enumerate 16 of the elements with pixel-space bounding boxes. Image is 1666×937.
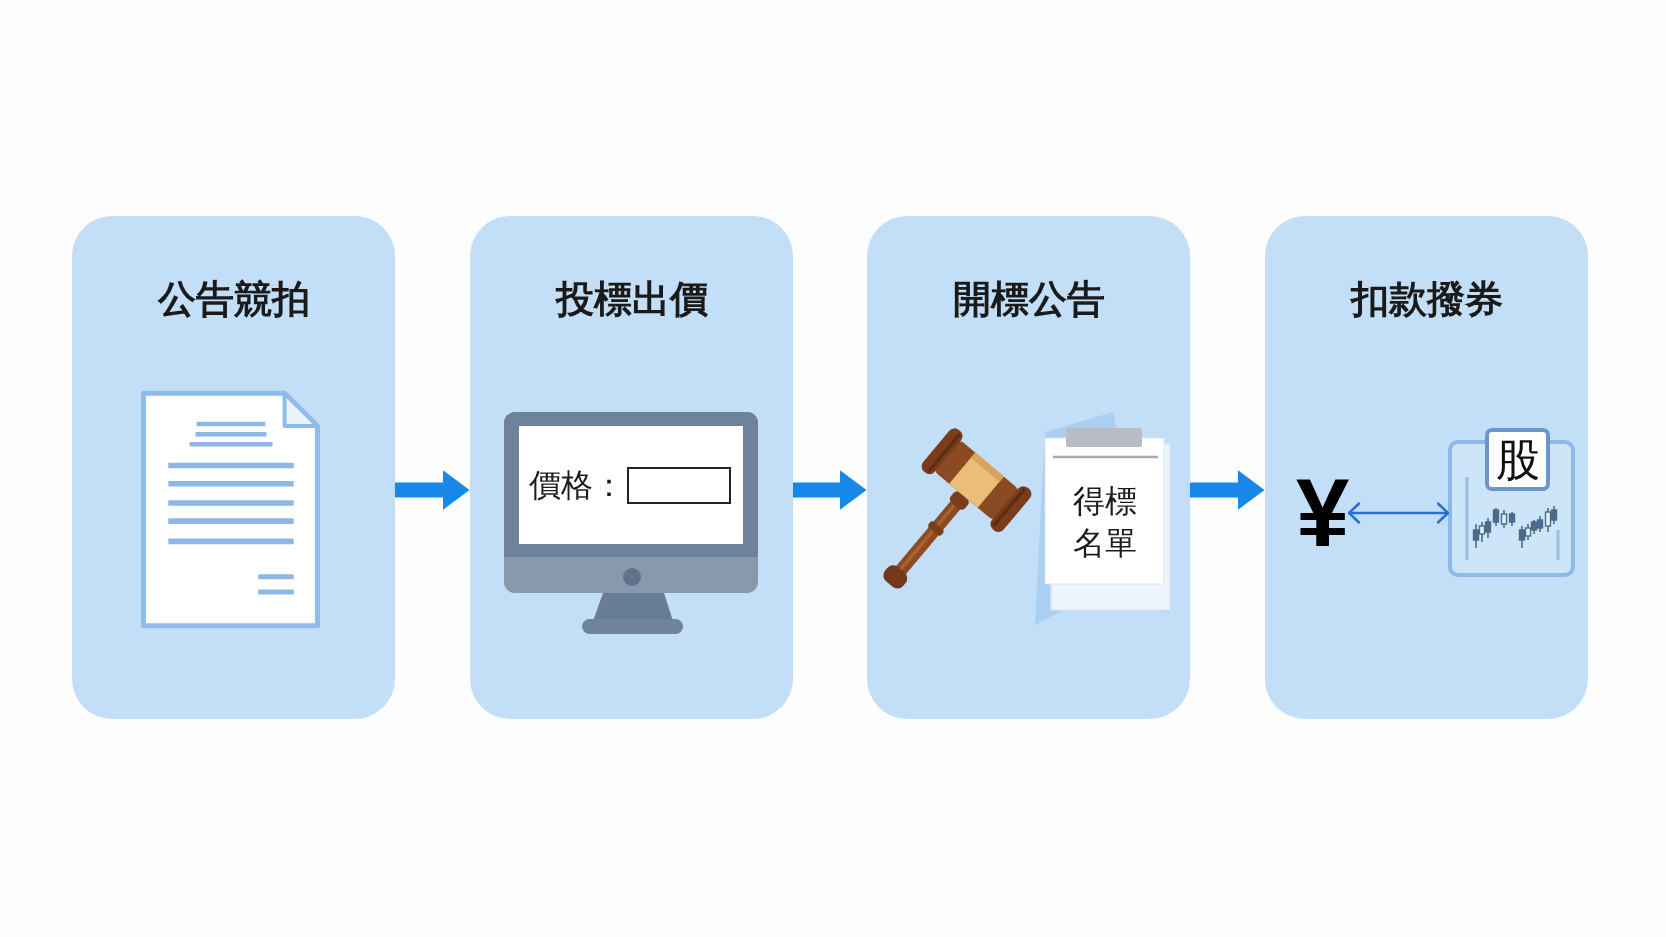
arrow [395,470,470,510]
computer-monitor [504,412,758,634]
stock-folder [1448,428,1575,577]
step-title: 扣款撥券 [1350,278,1503,322]
yen-sign: ¥ [1296,475,1349,552]
arrow [793,470,867,510]
arrow [1190,470,1265,510]
double-headed-arrow [1347,502,1450,524]
step-card [1265,216,1588,719]
step-card [470,216,793,719]
field-label: 價格： [529,469,625,501]
step-title: 開標公告 [952,278,1105,322]
step-card [72,216,395,719]
stock-tab: 股 [1485,428,1550,491]
step-title: 投標出價 [555,278,708,322]
step-title: 公告競拍 [157,278,310,322]
